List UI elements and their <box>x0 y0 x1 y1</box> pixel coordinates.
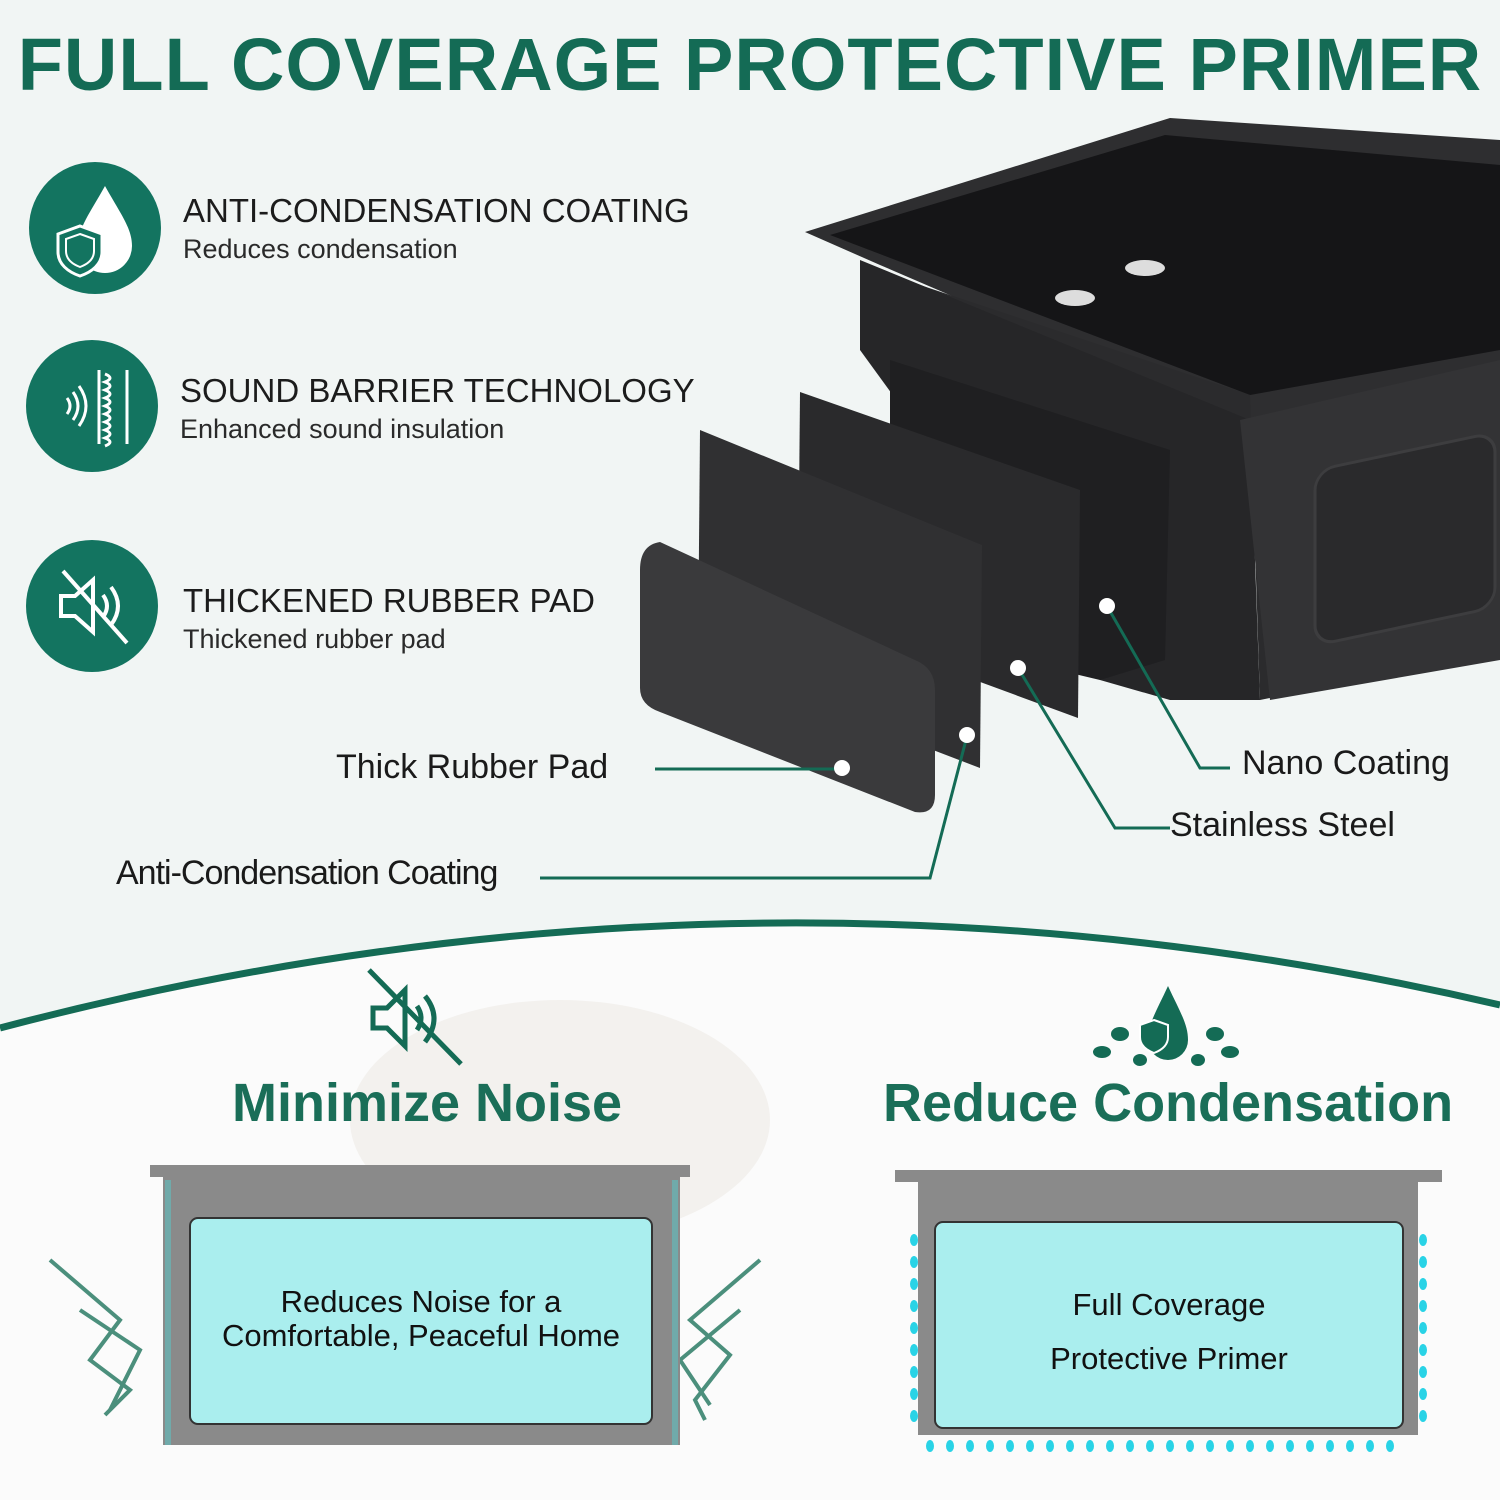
condensation-diagram <box>895 1170 1442 1452</box>
feature-title: THICKENED RUBBER PAD <box>183 582 595 619</box>
water-droplet <box>1419 1344 1427 1356</box>
water-droplet <box>1006 1440 1014 1452</box>
water-droplet <box>1419 1278 1427 1290</box>
water-droplet <box>946 1440 954 1452</box>
water-droplet <box>1186 1440 1194 1452</box>
water-droplet <box>910 1300 918 1312</box>
water-droplet <box>910 1256 918 1268</box>
feature-subtitle: Thickened rubber pad <box>183 624 446 654</box>
water-droplet <box>1246 1440 1254 1452</box>
water-droplet <box>986 1440 994 1452</box>
feature-title: SOUND BARRIER TECHNOLOGY <box>180 372 695 409</box>
water-droplet <box>1306 1440 1314 1452</box>
water-droplet <box>910 1322 918 1334</box>
feature-subtitle: Reduces condensation <box>183 234 458 264</box>
water-droplet <box>910 1366 918 1378</box>
noise-diagram <box>48 1165 762 1445</box>
water-droplet <box>910 1410 918 1422</box>
noise-box-text: Reduces Noise for a Comfortable, Peacefu… <box>190 1284 652 1354</box>
drop-shield-icon <box>29 162 161 294</box>
water-droplet <box>910 1344 918 1356</box>
water-droplet <box>1126 1440 1134 1452</box>
water-droplet <box>1386 1440 1394 1452</box>
condensation-box-text: Full Coverage Protective Primer <box>935 1278 1403 1387</box>
condensation-text-line1: Full Coverage <box>1072 1287 1266 1322</box>
water-droplet <box>1146 1440 1154 1452</box>
feature-subtitle: Enhanced sound insulation <box>180 414 505 444</box>
muted-speaker-icon <box>365 968 465 1073</box>
water-droplet <box>1046 1440 1054 1452</box>
drop-shield-icon <box>1090 982 1240 1087</box>
water-droplet <box>1206 1440 1214 1452</box>
water-droplet <box>1326 1440 1334 1452</box>
water-droplet <box>1346 1440 1354 1452</box>
water-droplet <box>1419 1300 1427 1312</box>
water-droplet <box>1066 1440 1074 1452</box>
page-title: FULL COVERAGE PROTECTIVE PRIMER <box>17 23 1483 106</box>
noise-text-line1: Reduces Noise for a <box>280 1284 562 1319</box>
condensation-text-line2: Protective Primer <box>1050 1341 1288 1377</box>
water-droplet <box>1419 1410 1427 1422</box>
callout-stainless-steel: Stainless Steel <box>1170 806 1395 844</box>
water-droplet <box>1419 1366 1427 1378</box>
water-droplet <box>1226 1440 1234 1452</box>
noise-text-line2: Comfortable, Peaceful Home <box>221 1318 621 1354</box>
muted-speaker-icon <box>26 540 158 672</box>
water-droplet <box>1026 1440 1034 1452</box>
water-droplet <box>1366 1440 1374 1452</box>
water-droplet <box>1419 1256 1427 1268</box>
callout-nano-coating: Nano Coating <box>1242 744 1450 782</box>
water-droplet <box>1266 1440 1274 1452</box>
water-droplet <box>1419 1234 1427 1246</box>
water-droplet <box>910 1388 918 1400</box>
callout-thick-rubber-pad: Thick Rubber Pad <box>336 748 609 786</box>
water-droplet <box>1106 1440 1114 1452</box>
water-droplet <box>1419 1388 1427 1400</box>
reduce-condensation-title: Reduce Condensation <box>883 1073 1454 1133</box>
water-droplet <box>1086 1440 1094 1452</box>
water-droplet <box>1166 1440 1174 1452</box>
water-droplet <box>1419 1322 1427 1334</box>
feature-title: ANTI-CONDENSATION COATING <box>183 192 690 229</box>
water-droplet <box>926 1440 934 1452</box>
sound-wave-barrier-icon <box>26 340 158 472</box>
sink-exploded-illustration <box>540 118 1500 880</box>
water-droplet <box>910 1278 918 1290</box>
water-droplet <box>1286 1440 1294 1452</box>
callout-anti-condensation: Anti-Condensation Coating <box>116 854 498 892</box>
water-droplet <box>966 1440 974 1452</box>
water-droplet <box>910 1234 918 1246</box>
minimize-noise-title: Minimize Noise <box>232 1073 623 1133</box>
